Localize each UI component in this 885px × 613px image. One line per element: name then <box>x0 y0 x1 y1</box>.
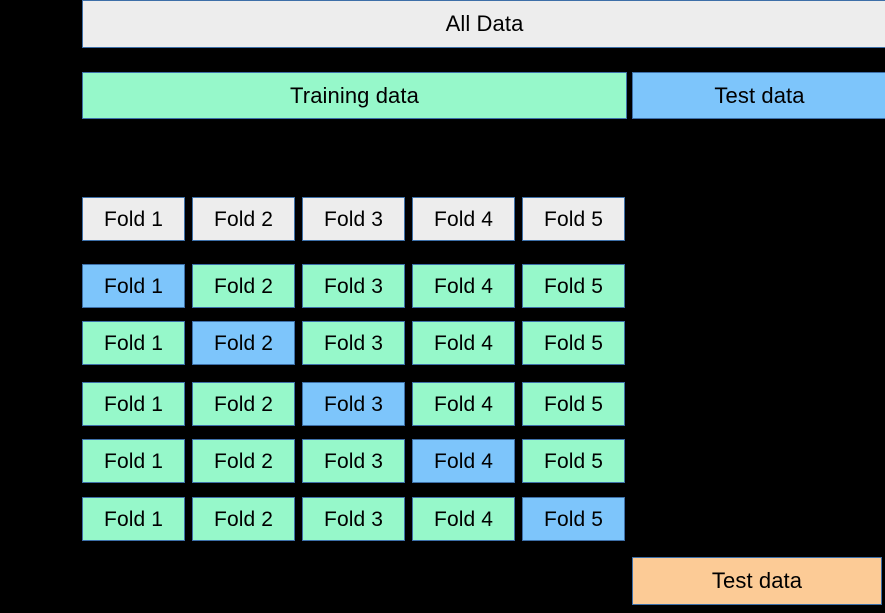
fold-cell: Fold 3 <box>302 197 405 241</box>
split-4-row: Fold 1 Fold 2 Fold 3 Fold 4 Fold 5 <box>82 439 627 483</box>
split-5-row: Fold 1 Fold 2 Fold 3 Fold 4 Fold 5 <box>82 497 627 541</box>
fold-cell-train: Fold 2 <box>192 264 295 308</box>
fold-cell-validation: Fold 3 <box>302 382 405 426</box>
fold-cell-validation: Fold 1 <box>82 264 185 308</box>
final-test-data-bar: Test data <box>632 557 882 605</box>
test-data-bar: Test data <box>632 72 885 119</box>
fold-cell-train: Fold 1 <box>82 497 185 541</box>
fold-cell: Fold 1 <box>82 197 185 241</box>
all-data-bar: All Data <box>82 0 885 48</box>
fold-cell-train: Fold 5 <box>522 439 625 483</box>
fold-cell-train: Fold 2 <box>192 439 295 483</box>
fold-cell-train: Fold 1 <box>82 382 185 426</box>
fold-cell-train: Fold 3 <box>302 264 405 308</box>
fold-cell: Fold 2 <box>192 197 295 241</box>
split-2-row: Fold 1 Fold 2 Fold 3 Fold 4 Fold 5 <box>82 321 627 365</box>
fold-cell: Fold 4 <box>412 197 515 241</box>
fold-cell-train: Fold 1 <box>82 321 185 365</box>
fold-cell-train: Fold 2 <box>192 497 295 541</box>
fold-cell-train: Fold 2 <box>192 382 295 426</box>
fold-split-row: Fold 1 Fold 2 Fold 3 Fold 4 Fold 5 <box>82 197 627 241</box>
fold-cell-train: Fold 3 <box>302 321 405 365</box>
fold-cell-train: Fold 5 <box>522 382 625 426</box>
split-3-row: Fold 1 Fold 2 Fold 3 Fold 4 Fold 5 <box>82 382 627 426</box>
fold-cell-validation: Fold 5 <box>522 497 625 541</box>
fold-cell-train: Fold 3 <box>302 439 405 483</box>
split-1-row: Fold 1 Fold 2 Fold 3 Fold 4 Fold 5 <box>82 264 627 308</box>
training-data-bar: Training data <box>82 72 627 119</box>
fold-cell-train: Fold 4 <box>412 497 515 541</box>
fold-cell-train: Fold 1 <box>82 439 185 483</box>
fold-cell-train: Fold 5 <box>522 264 625 308</box>
fold-cell-train: Fold 4 <box>412 321 515 365</box>
fold-cell-train: Fold 4 <box>412 264 515 308</box>
fold-cell-train: Fold 5 <box>522 321 625 365</box>
fold-cell-train: Fold 4 <box>412 382 515 426</box>
fold-cell-train: Fold 3 <box>302 497 405 541</box>
fold-cell-validation: Fold 2 <box>192 321 295 365</box>
fold-cell-validation: Fold 4 <box>412 439 515 483</box>
fold-cell: Fold 5 <box>522 197 625 241</box>
